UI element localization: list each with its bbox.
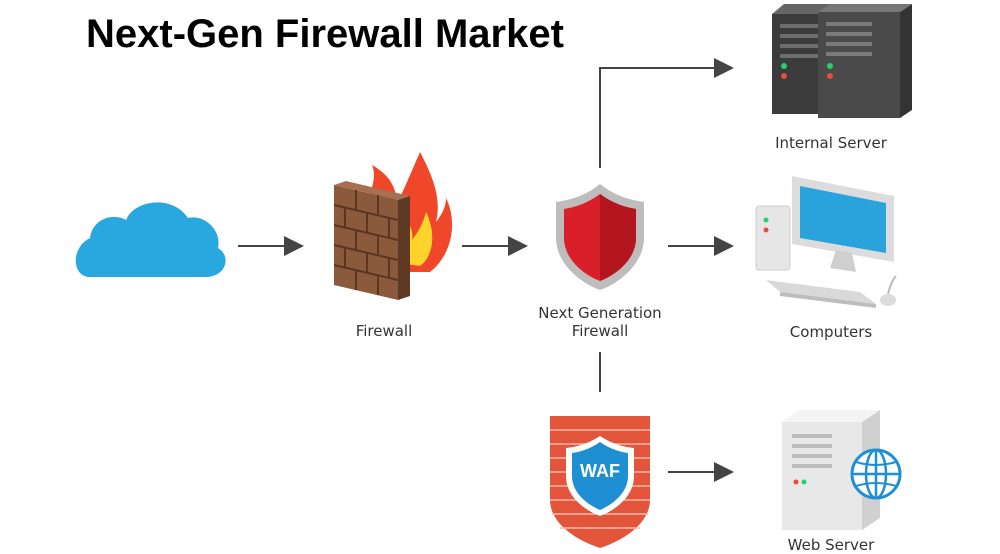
desktop-computer-icon (755, 176, 897, 308)
diagram-title: Next-Gen Firewall Market (86, 12, 564, 56)
firewall-label: Firewall (355, 322, 413, 340)
shield-icon (556, 184, 644, 290)
ngfw-label-line1: Next Generation (538, 304, 662, 322)
waf-badge: WAF (580, 461, 620, 481)
waf-shield-wall-icon (550, 416, 650, 548)
ngfw-label-line2: Firewall (571, 322, 629, 340)
brick-wall-fire-icon (333, 152, 453, 300)
server-rack-icon (772, 4, 912, 118)
web-server-globe-icon (782, 410, 902, 530)
computers-label: Computers (789, 323, 873, 341)
internal-server-label: Internal Server (775, 134, 887, 152)
web-server-label: Web Server (787, 536, 875, 554)
cloud-icon (75, 202, 226, 277)
connectors (238, 58, 734, 482)
arrow-ngfw-to-internal-server (599, 58, 734, 168)
